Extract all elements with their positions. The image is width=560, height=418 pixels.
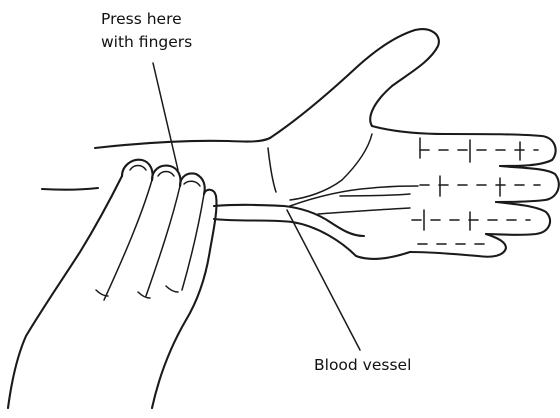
press-here-label: Press here with fingers xyxy=(101,8,192,54)
forearm-top-edge xyxy=(95,138,270,148)
press-here-line-1: Press here xyxy=(101,10,182,28)
finger-2-tip xyxy=(152,166,181,186)
thumb-outline xyxy=(270,29,439,138)
finger-gap-3 xyxy=(182,194,204,290)
examiner-hand-inner-edge xyxy=(152,250,210,408)
forearm-bottom-edge xyxy=(42,188,98,190)
blood-vessel-label: Blood vessel xyxy=(314,354,411,377)
pointer-lines xyxy=(153,63,360,350)
patient-arm xyxy=(42,138,410,259)
finger-4-tip xyxy=(204,190,217,250)
fingernail-2 xyxy=(158,172,174,177)
examiner-hand-outer-edge xyxy=(8,176,122,408)
palm-crease xyxy=(290,134,372,200)
palm-line-middle xyxy=(340,194,410,196)
ring-finger-outline xyxy=(486,202,550,235)
fingernail-1 xyxy=(130,166,146,171)
vessel-pointer-line xyxy=(287,210,360,350)
finger-1-tip xyxy=(122,160,153,180)
vessel-branch-lower xyxy=(318,208,410,214)
finger-creases xyxy=(412,138,540,244)
index-finger-outline xyxy=(372,126,556,166)
press-here-line-2: with fingers xyxy=(101,33,192,51)
little-finger-outline xyxy=(410,234,506,257)
patient-hand xyxy=(268,29,559,257)
fingernail-3 xyxy=(184,181,200,186)
middle-finger-outline xyxy=(496,166,559,202)
examiner-hand xyxy=(8,160,217,408)
knuckle-crease-3 xyxy=(166,286,178,292)
knuckle-crease-2 xyxy=(138,292,150,298)
press-pointer-line xyxy=(153,63,178,170)
wrist-lower-edge xyxy=(214,219,410,259)
finger-gap-2 xyxy=(146,186,180,296)
thenar-crease xyxy=(268,148,276,192)
